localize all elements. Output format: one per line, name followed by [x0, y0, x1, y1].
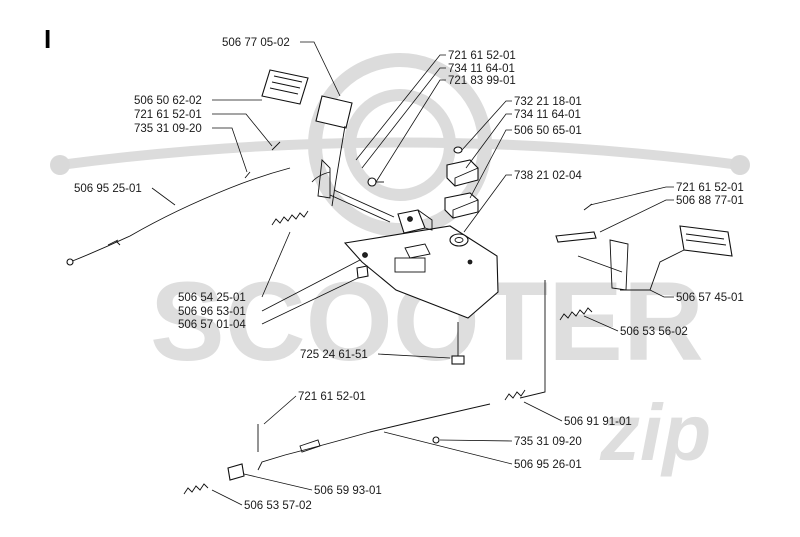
part-label: 506 53 56-02: [620, 326, 688, 338]
part-label: 506 95 25-01: [74, 183, 142, 195]
part-label: 721 61 52-01: [298, 391, 366, 403]
part-label: 506 50 65-01: [514, 125, 582, 137]
part-label: 506 50 62-02: [134, 95, 202, 107]
part-labels: 506 77 05-02 721 61 52-01 734 11 64-01 7…: [74, 37, 744, 512]
part-label: 725 24 61-51: [300, 349, 368, 361]
part-label: 506 95 26-01: [514, 459, 582, 471]
part-label: 506 77 05-02: [222, 37, 290, 49]
part-label: 506 53 57-02: [244, 500, 312, 512]
part-label: 506 59 93-01: [314, 485, 382, 497]
part-label: 506 57 45-01: [676, 292, 744, 304]
part-label: 506 57 01-04: [178, 319, 246, 331]
part-label: 506 91 91-01: [564, 416, 632, 428]
leader-lines: [151, 41, 674, 506]
watermark-sub: zip: [599, 388, 711, 477]
part-label: 734 11 64-01: [448, 63, 515, 75]
part-label: 721 61 52-01: [134, 109, 202, 121]
section-letter: I: [44, 24, 51, 54]
part-label: 506 88 77-01: [676, 195, 744, 207]
part-label: 738 21 02-04: [514, 170, 582, 182]
parts-drawing: [66, 69, 733, 495]
part-label: 735 31 09-20: [134, 123, 202, 135]
part-label: 721 83 99-01: [448, 75, 516, 87]
part-label: 506 96 53-01: [178, 306, 246, 318]
part-label: 721 61 52-01: [676, 182, 744, 194]
part-label: 721 61 52-01: [448, 50, 516, 62]
part-label: 735 31 09-20: [514, 436, 582, 448]
part-label: 732 21 18-01: [514, 96, 582, 108]
part-label: 506 54 25-01: [178, 292, 246, 304]
part-label: 734 11 64-01: [514, 109, 581, 121]
